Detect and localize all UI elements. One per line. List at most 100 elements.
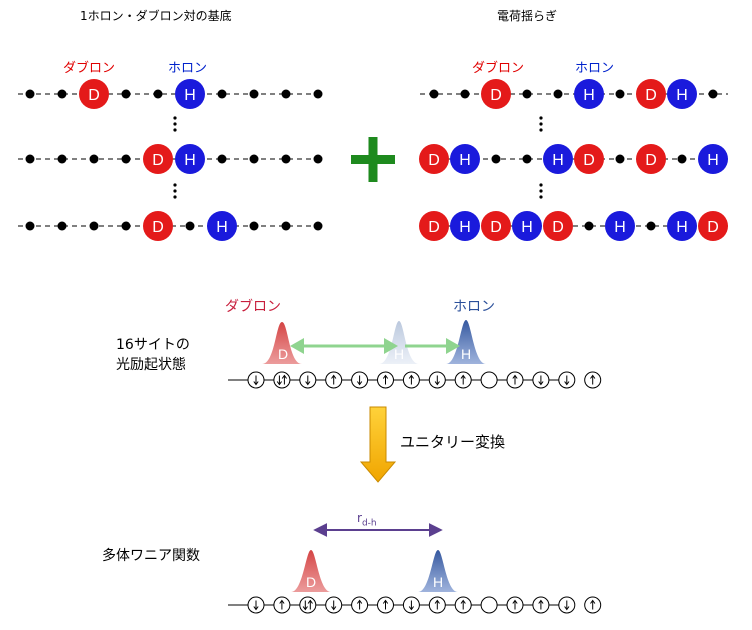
site-dot: [429, 89, 439, 99]
holon-ball: [698, 144, 728, 174]
holon-ball: [667, 211, 697, 241]
spin-site-empty: [480, 596, 498, 614]
holon-letter: H: [521, 219, 533, 236]
spin-site-down: [558, 371, 576, 389]
site-dot: [217, 154, 227, 164]
spin-site-up: [377, 371, 394, 389]
spin-site-down: [428, 371, 446, 389]
site-dot: [281, 221, 291, 231]
holon-letter: H: [459, 152, 471, 169]
site-dot: [313, 221, 323, 231]
spin-site-down: [247, 371, 265, 389]
holon-label-middle: ホロン: [453, 299, 495, 315]
site-dot: [57, 89, 67, 99]
spin-site-down: [247, 596, 265, 614]
holon-ball: [175, 79, 205, 109]
holon-ball: [543, 144, 573, 174]
site-dot: [121, 154, 131, 164]
doublon-ball: [481, 79, 511, 109]
doublon-letter: D: [152, 152, 164, 169]
spin-site-down: [325, 596, 343, 614]
doublon-peak-middle: [262, 322, 302, 364]
wannier-function-label: 多体ワニア関数: [102, 548, 200, 564]
site-dot: [491, 154, 501, 164]
doublon-letter: D: [428, 219, 440, 236]
spin-site-down: [299, 371, 317, 389]
site-dot: [249, 221, 259, 231]
site-dot: [615, 89, 625, 99]
doublon-ball: [543, 211, 573, 241]
site-dot: [615, 154, 625, 164]
holon-letter: H: [676, 87, 688, 104]
holon-letter: H: [552, 152, 564, 169]
excited-state-label-line1: 16サイトの: [116, 337, 190, 353]
site-dot: [313, 154, 323, 164]
spin-site-up: [273, 596, 291, 614]
doublon-ball: [636, 79, 666, 109]
holon-peak-bottom: [418, 550, 458, 592]
site-dot: [57, 221, 67, 231]
doublon-ball: [574, 144, 604, 174]
holon-ball: [574, 79, 604, 109]
holon-ball: [450, 144, 480, 174]
doublon-ball: [481, 211, 511, 241]
spin-site-up: [402, 371, 420, 389]
spin-site-empty: [480, 371, 498, 389]
spin-site-up: [325, 371, 343, 389]
spin-site-updown: [273, 371, 291, 389]
bottom-site-chain: [247, 596, 602, 614]
spin-site-up: [454, 371, 472, 389]
doublon-letter: D: [552, 219, 564, 236]
doublon-letter: D: [707, 219, 719, 236]
doublon-letter: D: [645, 152, 657, 169]
unitary-transform-label: ユニタリー変換: [400, 433, 506, 451]
site-dot: [121, 89, 131, 99]
doublon-letter-middle: D: [278, 346, 288, 362]
holon-letter-bottom: H: [433, 574, 443, 590]
unitary-transform-arrow: [359, 406, 397, 483]
spin-site-down: [402, 596, 420, 614]
holon-letter: H: [614, 219, 626, 236]
site-dot: [185, 221, 195, 231]
site-dot: [89, 221, 99, 231]
right-title: 電荷揺らぎ: [497, 9, 558, 23]
holon-letter-faded: H: [394, 346, 404, 362]
holon-peak-middle: [446, 320, 486, 364]
doublon-ball: [79, 79, 109, 109]
site-dot: [646, 221, 656, 231]
excited-state-label-line2: 光励起状態: [116, 357, 186, 373]
holon-label-right: ホロン: [575, 61, 615, 76]
spin-site-up: [454, 596, 472, 614]
doublon-ball: [143, 211, 173, 241]
holon-peak-faded: [379, 321, 419, 364]
doublon-ball: [698, 211, 728, 241]
site-dot: [522, 154, 532, 164]
site-dot: [553, 89, 563, 99]
doublon-peak-bottom: [291, 550, 331, 592]
spin-site-up: [377, 596, 394, 614]
doublon-ball: [636, 144, 666, 174]
doublon-letter: D: [645, 87, 657, 104]
doublon-label-left: ダブロン: [63, 61, 116, 76]
holon-ball: [450, 211, 480, 241]
spin-site-up: [428, 596, 446, 614]
holon-letter: H: [707, 152, 719, 169]
site-dot: [281, 89, 291, 99]
site-dot: [281, 154, 291, 164]
holon-ball: [207, 211, 237, 241]
doublon-label-middle: ダブロン: [225, 299, 281, 315]
plus-icon: [351, 137, 395, 182]
site-dot: [25, 154, 35, 164]
site-dot: [313, 89, 323, 99]
left-title: 1ホロン・ダブロン対の基底: [80, 9, 232, 23]
holon-ball: [605, 211, 635, 241]
site-dot: [522, 89, 532, 99]
site-dot: [57, 154, 67, 164]
